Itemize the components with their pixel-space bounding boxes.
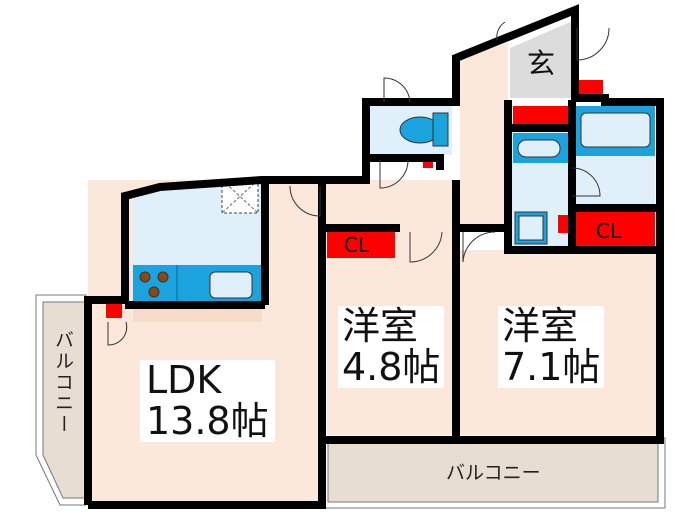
balcony-left-label: バルコニー xyxy=(52,330,74,435)
western-room-1-label: 洋室 4.8帖 xyxy=(338,304,445,390)
room-name: LDK xyxy=(146,358,222,402)
room-size: 7.1帖 xyxy=(502,345,601,390)
closet-label-2: CL xyxy=(596,219,622,243)
room-name: 洋室 xyxy=(502,304,579,348)
western-room-2-label: 洋室 7.1帖 xyxy=(498,304,605,390)
room-size: 13.8帖 xyxy=(146,399,269,444)
room-name: 洋室 xyxy=(342,304,419,348)
entrance-floor xyxy=(510,20,575,98)
balcony-bottom-label: バルコニー xyxy=(446,462,541,484)
storage xyxy=(106,80,655,318)
closet-label-1: CL xyxy=(344,233,370,257)
balcony-bottom xyxy=(324,437,666,509)
walls xyxy=(84,4,664,509)
balcony-left xyxy=(35,294,87,506)
entrance-label: 玄 xyxy=(527,47,556,80)
toilet-room xyxy=(370,105,452,168)
ldk-label: LDK 13.8帖 xyxy=(140,358,275,444)
kitchen xyxy=(133,179,262,322)
doors xyxy=(107,21,610,346)
room-size: 4.8帖 xyxy=(342,345,441,390)
